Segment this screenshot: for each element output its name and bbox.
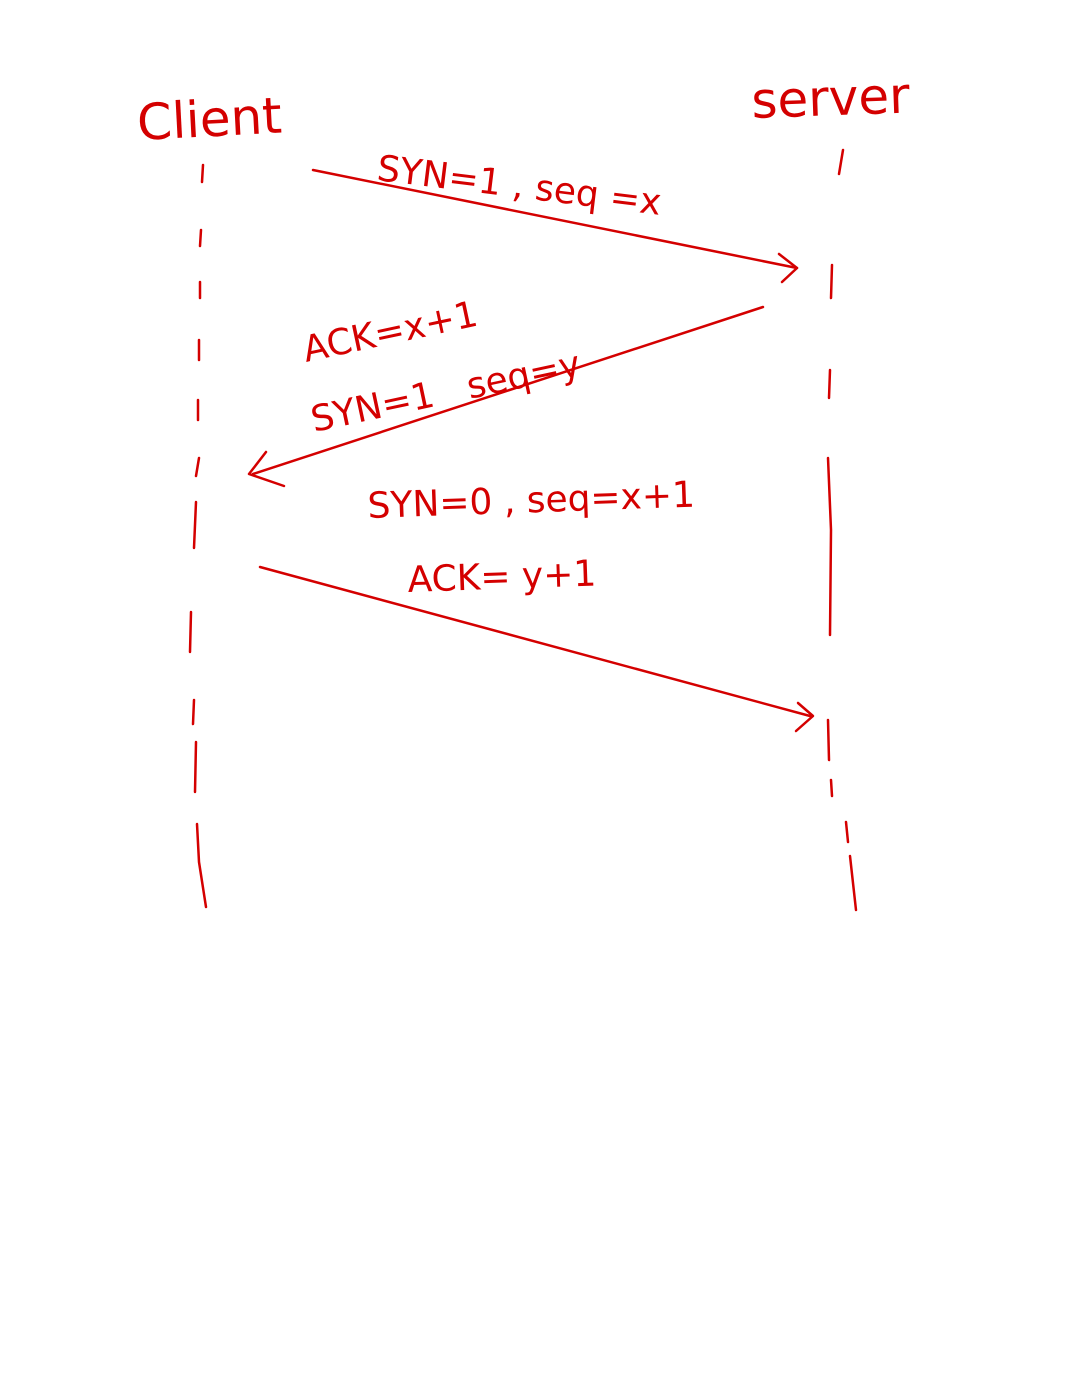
message-3-arrow <box>258 565 812 718</box>
message-1-arrow <box>311 168 799 270</box>
server-lifeline <box>826 148 858 912</box>
message-2: ACK=x+1 SYN=1 seq=y <box>247 294 765 488</box>
client-lifeline <box>188 163 208 909</box>
message-2-arrowhead <box>247 450 286 488</box>
message-2-arrow <box>251 305 765 476</box>
message-3-label-line-1: SYN=0 , seq=x+1 <box>367 475 696 527</box>
participant-server-label: server <box>750 66 911 130</box>
message-1-arrowhead <box>777 252 799 284</box>
participant-client-label: Client <box>136 86 284 151</box>
message-3-arrowhead <box>794 701 815 733</box>
message-2-label-line-1: ACK=x+1 <box>299 294 481 371</box>
message-3: SYN=0 , seq=x+1 ACK= y+1 <box>258 475 815 733</box>
message-3-label-line-2: ACK= y+1 <box>407 553 597 601</box>
message-1: SYN=1 , seq =x <box>311 148 799 284</box>
